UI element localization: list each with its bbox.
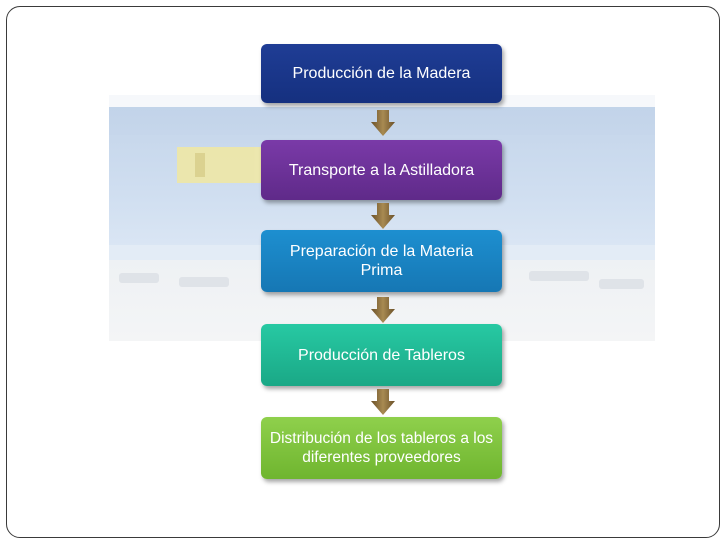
flow-step-label: Producción de la Madera: [292, 65, 471, 82]
down-arrow-icon: [371, 297, 395, 323]
photo-car: [119, 273, 159, 283]
flow-step-label: Distribución de los tableros a los difer…: [269, 430, 494, 466]
flow-step-label: Preparación de la Materia Prima: [289, 243, 474, 279]
flow-step-produccion-madera: Producción de la Madera: [261, 44, 502, 103]
flow-step-transporte-astilladora: Transporte a la Astilladora: [261, 140, 502, 200]
flow-step-preparacion-materia-prima: Preparación de la Materia Prima: [261, 230, 502, 292]
photo-car: [179, 277, 229, 287]
flow-step-produccion-tableros: Producción de Tableros: [261, 324, 502, 386]
flow-step-label: Transporte a la Astilladora: [288, 161, 475, 179]
flow-step-distribucion-tableros: Distribución de los tableros a los difer…: [261, 417, 502, 479]
down-arrow-icon: [371, 110, 395, 136]
photo-car: [599, 279, 644, 289]
flow-step-label: Producción de Tableros: [298, 346, 465, 364]
down-arrow-icon: [371, 203, 395, 229]
down-arrow-icon: [371, 389, 395, 415]
photo-car: [529, 271, 589, 281]
